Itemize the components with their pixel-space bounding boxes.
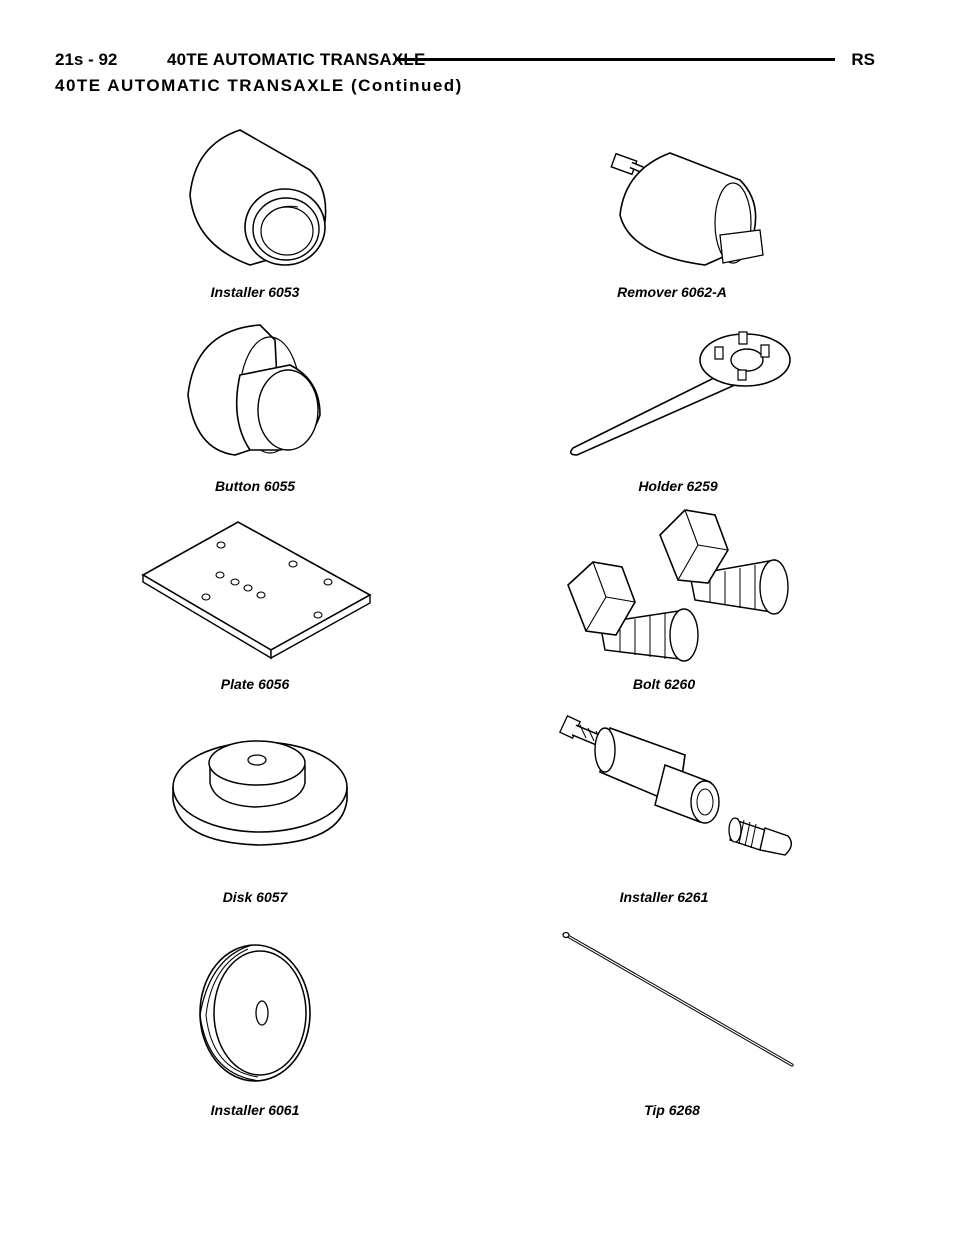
- bolt-pair-drawing: [560, 505, 800, 670]
- tool-illustration-disk-6057: [170, 735, 350, 850]
- tool-caption: Remover 6062-A: [617, 284, 727, 300]
- tool-illustration-installer-6061: [190, 935, 320, 1085]
- tool-illustration-tip-6268: [560, 930, 800, 1070]
- tool-illustration-holder-6259: [565, 330, 795, 460]
- tool-caption: Installer 6053: [210, 284, 300, 300]
- chapter-title: 40TE AUTOMATIC TRANSAXLE: [167, 50, 426, 69]
- header-rule: [395, 58, 835, 61]
- plate-drawing: [138, 520, 373, 660]
- installer-tip: [729, 818, 791, 855]
- tool-illustration-remover-6062a: [605, 135, 775, 275]
- model-code: RS: [851, 50, 875, 69]
- cylinder-installer-drawing: [180, 125, 340, 275]
- button-drawing: [180, 320, 330, 460]
- bolt-lower: [568, 562, 698, 661]
- spanner-holder-drawing: [565, 330, 795, 460]
- tool-caption: Holder 6259: [638, 478, 718, 494]
- installer-drawing: [560, 710, 800, 860]
- tool-illustration-plate-6056: [138, 520, 373, 660]
- section-title: 40TE AUTOMATIC TRANSAXLE (Continued): [55, 76, 463, 95]
- tool-caption: Button 6055: [214, 478, 296, 494]
- tool-illustration-button-6055: [180, 320, 330, 460]
- remover-drawing: [605, 135, 775, 275]
- tool-caption: Installer 6061: [210, 1102, 300, 1118]
- tip-rod-drawing: [560, 930, 800, 1070]
- tool-caption: Bolt 6260: [632, 676, 696, 692]
- page-number: 21s - 92: [55, 50, 118, 69]
- tool-illustration-installer-6053: [180, 125, 340, 275]
- tool-caption: Installer 6261: [619, 889, 709, 905]
- installer-cup-drawing: [190, 935, 320, 1085]
- tool-caption: Disk 6057: [222, 889, 288, 905]
- page-header: 21s - 92 40TE AUTOMATIC TRANSAXLE RS: [55, 47, 875, 77]
- tool-illustration-installer-6261: [560, 710, 800, 860]
- tool-illustration-bolt-6260: [560, 505, 800, 670]
- bolt-upper: [660, 510, 788, 614]
- disk-drawing: [170, 735, 350, 850]
- tool-caption: Tip 6268: [644, 1102, 700, 1118]
- tool-caption: Plate 6056: [220, 676, 290, 692]
